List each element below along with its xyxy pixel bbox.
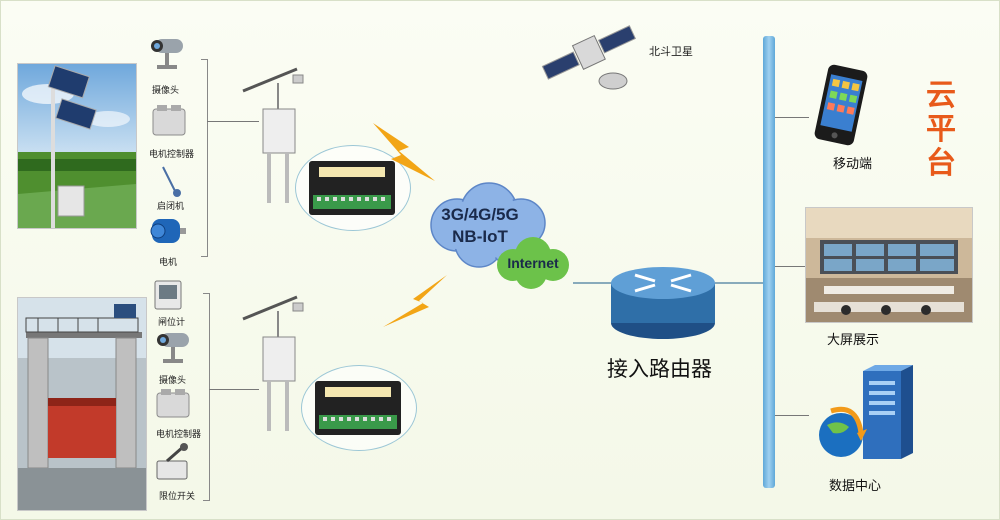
network-label-cellular: 3G/4G/5G xyxy=(441,205,519,224)
field-site-photo xyxy=(17,63,137,229)
server-icon xyxy=(819,365,913,459)
top-device-label-hoist: 启闭机 xyxy=(157,202,185,212)
client-label-mobile: 移动端 xyxy=(833,157,873,172)
top-rtu-pole xyxy=(242,67,304,203)
client-label-big-screen: 大屏展示 xyxy=(827,333,880,348)
top-connector-bracket xyxy=(201,59,208,257)
bottom-device-label-limit-switch: 限位开关 xyxy=(159,492,196,502)
internet-cloud-icon xyxy=(497,237,569,289)
satellite-label: 北斗卫星 xyxy=(649,45,693,58)
bottom-rtu-pole xyxy=(242,295,304,431)
top-device-label-controller: 电机控制器 xyxy=(149,150,195,160)
top-rtu-module xyxy=(309,161,395,215)
bottom-device-label-camera: 摄像头 xyxy=(159,376,187,386)
motor-controller-icon xyxy=(156,389,190,418)
client-label-data-center: 数据中心 xyxy=(829,479,882,494)
smartphone-icon xyxy=(814,64,868,146)
wireless-signal-icon xyxy=(373,123,435,181)
wireless-signal-icon xyxy=(383,275,447,327)
bottom-rtu-module xyxy=(315,381,401,435)
camera-icon xyxy=(151,39,183,69)
camera-icon xyxy=(157,333,189,363)
motor-icon xyxy=(150,219,186,243)
hoist-icon xyxy=(162,166,181,197)
control-room-icon xyxy=(805,207,973,323)
limit-switch-icon xyxy=(156,443,188,480)
network-label-nbiot: NB-IoT xyxy=(452,227,508,246)
gate-meter-icon xyxy=(154,280,182,310)
motor-controller-icon xyxy=(152,105,186,136)
internet-label: Internet xyxy=(507,255,559,271)
cloud-platform-title: 云平台 xyxy=(926,78,956,181)
bottom-connector-bracket xyxy=(203,293,210,501)
satellite-icon xyxy=(541,25,637,90)
bottom-device-label-gate-meter: 闸位计 xyxy=(158,318,186,328)
top-device-label-motor: 电机 xyxy=(159,258,178,268)
platform-bus xyxy=(763,36,775,488)
sluice-gate-photo xyxy=(17,297,147,511)
bottom-device-label-controller: 电机控制器 xyxy=(156,430,202,440)
top-device-label-camera: 摄像头 xyxy=(152,86,180,96)
router-icon xyxy=(611,267,715,339)
router-label: 接入路由器 xyxy=(607,357,712,381)
